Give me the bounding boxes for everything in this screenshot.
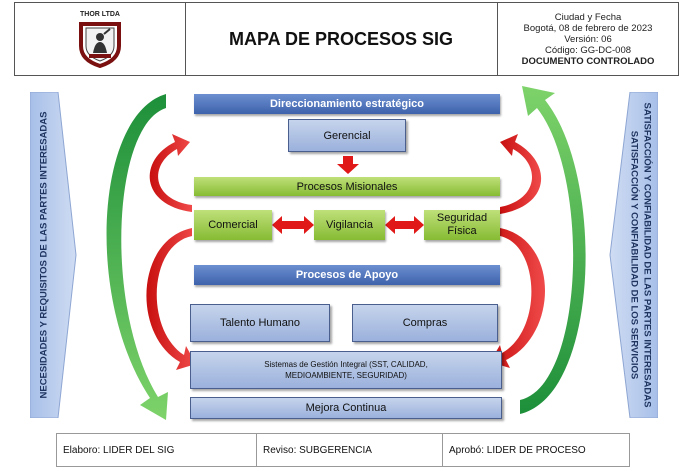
comercial-box: Comercial [194, 210, 272, 240]
footer-reviso: Reviso: SUBGERENCIA [257, 434, 443, 466]
sig-box: Sistemas de Gestión Integral (SST, CALID… [190, 351, 502, 389]
seguridad-box: Seguridad Física [424, 210, 500, 240]
gerencial-box: Gerencial [288, 119, 406, 152]
talento-box: Talento Humano [190, 304, 330, 342]
right-green-arrow [520, 86, 586, 414]
page-title: MAPA DE PROCESOS SIG [185, 3, 498, 75]
apoyo-bar: Procesos de Apoyo [194, 265, 500, 285]
left-red-arrow-bottom [146, 228, 196, 370]
info-city-date-label: Ciudad y Fecha [554, 11, 622, 23]
right-red-arrow-bottom [490, 228, 546, 368]
mejora-box: Mejora Continua [190, 397, 502, 419]
strategic-bar: Direccionamiento estratégico [194, 94, 500, 114]
compras-box: Compras [352, 304, 498, 342]
document-info: Ciudad y Fecha Bogotá, 08 de febrero de … [497, 3, 679, 75]
approval-footer: Elaboro: LIDER DEL SIG Reviso: SUBGERENC… [56, 433, 630, 467]
info-version: Versión: 06 [564, 33, 612, 45]
right-red-arrow-top [500, 134, 542, 214]
info-date: Bogotá, 08 de febrero de 2023 [523, 22, 653, 34]
right-banner-arrow [609, 92, 658, 418]
comercial-vigilancia-arrow [272, 216, 314, 234]
seguridad-line-2: Física [447, 225, 477, 237]
left-banner-arrow [30, 92, 77, 418]
info-code: Código: GG-DC-008 [544, 44, 632, 56]
vigilancia-seguridad-arrow [385, 216, 424, 234]
vigilancia-box: Vigilancia [314, 210, 385, 240]
logo-cell: THOR LTDA [15, 3, 186, 75]
footer-elaboro: Elaboro: LIDER DEL SIG [57, 434, 257, 466]
left-green-arrow [106, 94, 168, 420]
sig-line-1: Sistemas de Gestión Integral (SST, CALID… [264, 360, 428, 369]
shield-logo-icon [79, 22, 121, 68]
left-red-arrow-top [149, 134, 192, 212]
misionales-bar: Procesos Misionales [194, 177, 500, 196]
sig-line-2: MEDIOAMBIENTE, SEGURIDAD) [285, 371, 407, 380]
seguridad-line-1: Seguridad [436, 212, 488, 224]
info-controlled: DOCUMENTO CONTROLADO [521, 55, 655, 67]
logo-text: THOR LTDA [80, 11, 120, 18]
document-header: THOR LTDA MAPA DE PROCESOS SIG Ciudad y … [14, 2, 679, 76]
footer-aprobo: Aprobó: LIDER DE PROCESO [449, 444, 586, 456]
gerencial-down-arrow [337, 156, 359, 174]
